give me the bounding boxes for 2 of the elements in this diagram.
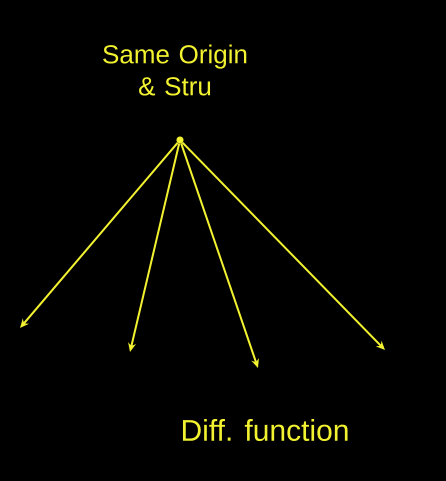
heading-text: Same Origin & Stru <box>103 44 246 96</box>
caption-text: Diff. function <box>182 418 348 442</box>
